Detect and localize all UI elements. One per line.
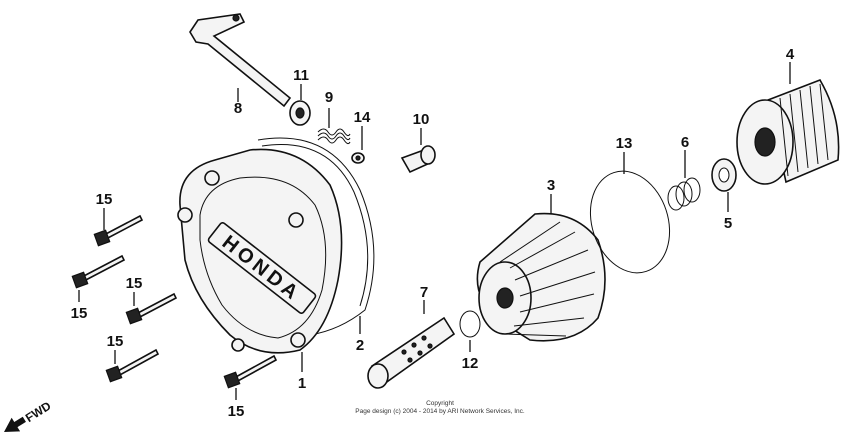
leader-lines xyxy=(78,62,791,400)
callout-10: 10 xyxy=(413,111,430,128)
fwd-label: FWD xyxy=(23,398,54,425)
callout-7: 7 xyxy=(420,284,428,301)
fwd-indicator: FWD xyxy=(4,398,54,432)
part-15-bolt-e xyxy=(223,354,278,389)
part-11-collar xyxy=(289,100,311,126)
part-5-washer xyxy=(711,158,737,192)
callout-12: 12 xyxy=(462,355,479,372)
callout-9: 9 xyxy=(325,89,333,106)
part-7-strainer-bolt xyxy=(367,316,456,389)
callout-13: 13 xyxy=(616,135,633,152)
part-4-oil-filter xyxy=(736,79,840,185)
callout-15e: 15 xyxy=(228,403,245,420)
part-10-dowel-pin xyxy=(400,145,436,174)
copyright-notice: Copyright Page design (c) 2004 - 2014 by… xyxy=(320,400,560,416)
fwd-arrow-icon xyxy=(4,416,26,432)
part-14-clip xyxy=(351,152,365,164)
part-3-filter-cover xyxy=(476,212,606,342)
copyright-title: Copyright xyxy=(426,400,454,407)
callout-4: 4 xyxy=(786,46,795,63)
part-9-spring xyxy=(317,128,351,145)
callout-6: 6 xyxy=(681,134,689,151)
part-15-bolt-c xyxy=(125,292,178,325)
part-12-o-ring xyxy=(459,310,481,338)
callout-5: 5 xyxy=(724,215,732,232)
callout-8: 8 xyxy=(234,100,242,117)
callout-15a: 15 xyxy=(96,191,113,208)
part-15-bolt-d xyxy=(105,348,160,383)
copyright-text: Page design (c) 2004 - 2014 by ARI Netwo… xyxy=(355,408,525,415)
callout-3: 3 xyxy=(547,177,555,194)
callout-14: 14 xyxy=(354,109,371,126)
callout-2: 2 xyxy=(356,337,364,354)
part-13-o-ring xyxy=(589,170,671,274)
part-8-shaft xyxy=(189,13,292,108)
part-2-gasket xyxy=(257,137,375,336)
part-15-bolt-b xyxy=(71,254,126,289)
part-1-cover: HONDA xyxy=(177,148,343,354)
callout-15c: 15 xyxy=(126,275,143,292)
callout-1: 1 xyxy=(298,375,306,392)
callout-11: 11 xyxy=(293,67,309,84)
callouts: 1 2 3 4 5 6 7 8 9 10 11 12 13 14 15 15 1… xyxy=(71,46,795,420)
callout-15d: 15 xyxy=(107,333,124,350)
callout-15b: 15 xyxy=(71,305,88,322)
part-15-bolt-a xyxy=(93,214,144,247)
part-6-spring xyxy=(667,177,701,211)
